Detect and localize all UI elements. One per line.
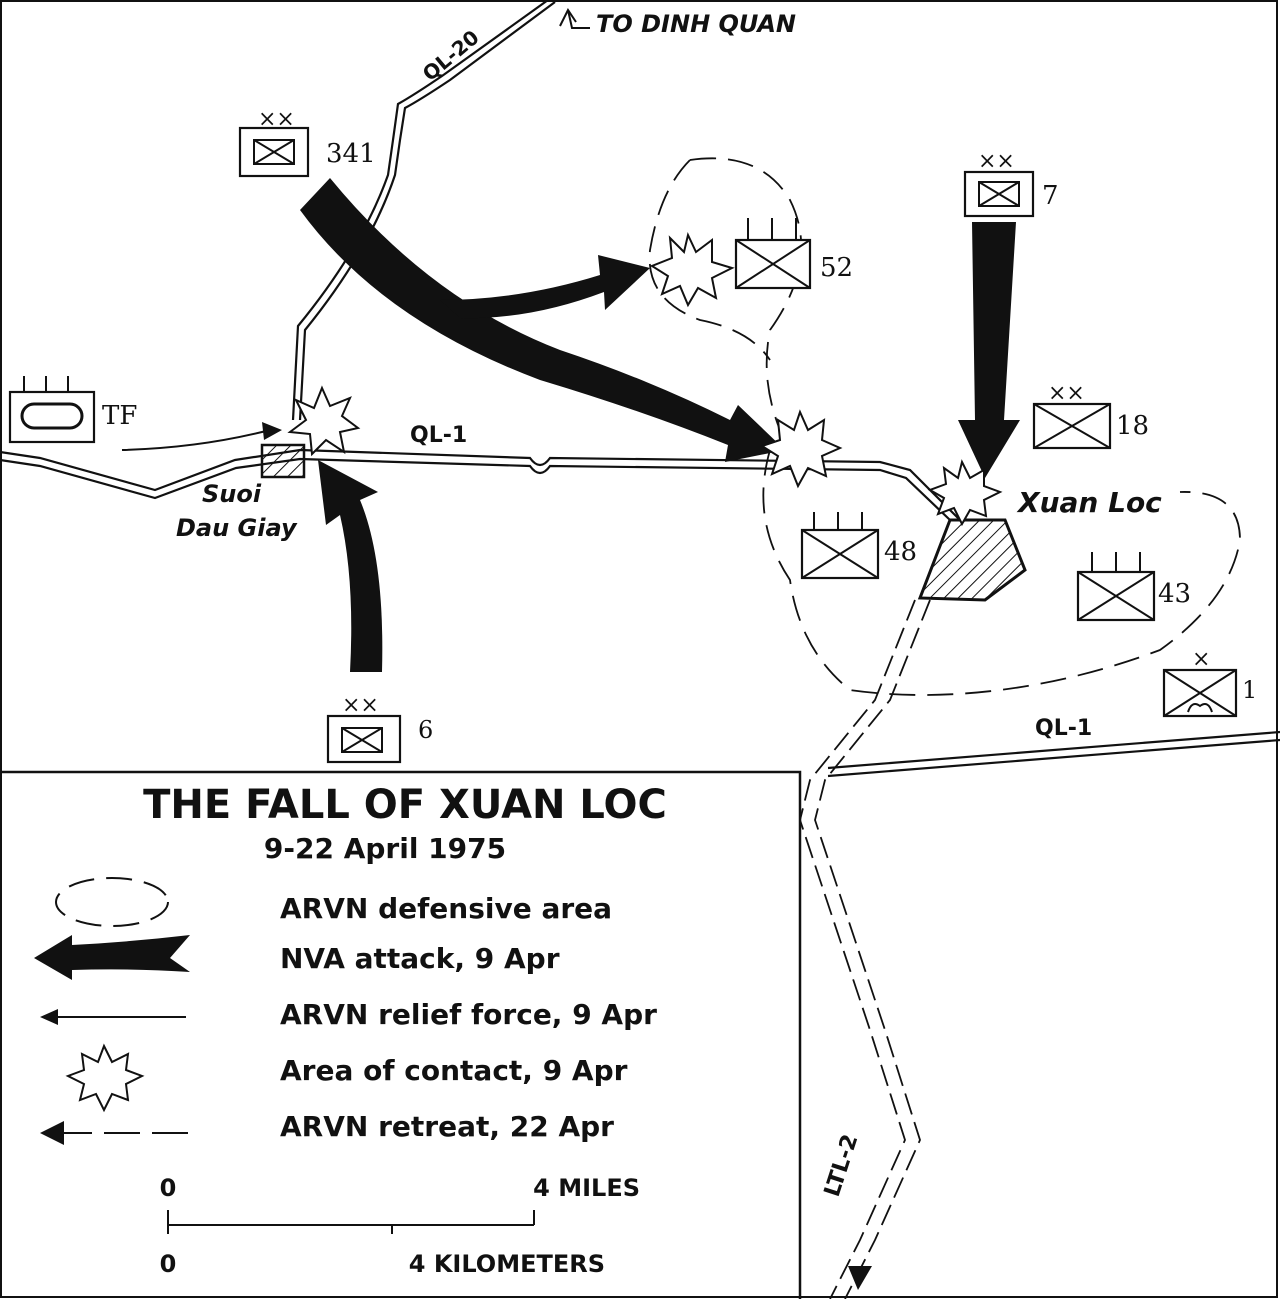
legend-retreat-icon — [40, 1121, 64, 1145]
svg-text:××: ×× — [342, 693, 379, 718]
legend-contact-icon — [65, 1043, 145, 1113]
label-to-dinh-quan: TO DINH QUAN — [596, 10, 796, 38]
contact-stars — [287, 231, 1003, 527]
label-ltl2: LTL-2 — [820, 1131, 864, 1199]
unit-tf: TF — [8, 376, 137, 444]
contact-star-ql1 — [759, 409, 843, 489]
contact-star-52 — [649, 231, 735, 308]
label-suoi: Suoi — [202, 480, 262, 508]
road-ql1-north — [0, 448, 961, 521]
contact-star-suoi — [287, 385, 361, 457]
nva-attack-arrow-52 — [440, 255, 650, 319]
legend-title: THE FALL OF XUAN LOC — [143, 782, 667, 828]
nva-attack-arrow-6 — [318, 460, 383, 672]
scale-miles-label: 4 MILES — [533, 1174, 640, 1202]
unit-1-label: 1 — [1242, 676, 1257, 704]
label-ql20: QL-20 — [418, 25, 484, 86]
legend-defensive-area: ARVN defensive area — [280, 892, 612, 925]
scale-km-zero: 0 — [160, 1250, 177, 1278]
unit-18: ×× 18 — [1032, 381, 1149, 450]
contact-star-xuan-loc — [927, 459, 1003, 527]
label-xuan-loc: Xuan Loc — [1016, 486, 1162, 519]
label-dau-giay: Dau Giay — [176, 514, 298, 542]
svg-text:××: ×× — [978, 149, 1015, 174]
legend-subtitle: 9-22 April 1975 — [264, 832, 506, 865]
nva-attack-arrow-341 — [300, 178, 785, 462]
unit-18-label: 18 — [1116, 411, 1149, 441]
legend-relief-force: ARVN relief force, 9 Apr — [280, 998, 657, 1031]
unit-6-label: 6 — [418, 716, 433, 744]
label-ql1-south: QL-1 — [1035, 716, 1092, 741]
suoi-dau-giay-town — [260, 443, 306, 479]
legend-panel: THE FALL OF XUAN LOC 9-22 April 1975 ARV… — [0, 770, 802, 1299]
legend-nva-attack-icon — [34, 935, 190, 980]
scale-miles-zero: 0 — [160, 1174, 177, 1202]
unit-48-label: 48 — [884, 537, 917, 567]
unit-tf-label: TF — [102, 401, 137, 431]
road-ql1-south — [827, 730, 1280, 770]
legend-nva-attack: NVA attack, 9 Apr — [280, 942, 560, 975]
scale-km-label: 4 KILOMETERS — [409, 1250, 605, 1278]
unit-52-label: 52 — [820, 253, 853, 283]
nva-attack-arrow-7 — [958, 222, 1020, 478]
legend-defensive-area-icon — [55, 877, 169, 927]
unit-43: 43 — [1076, 552, 1191, 622]
svg-text:×: × — [1192, 647, 1210, 672]
road-ltl2 — [799, 599, 916, 1299]
svg-text:××: ×× — [1048, 381, 1085, 406]
retreat-arrowhead — [848, 1266, 872, 1290]
unit-48: 48 — [800, 512, 917, 580]
legend-retreat: ARVN retreat, 22 Apr — [280, 1110, 614, 1143]
road-ql20 — [298, 1, 556, 421]
unit-52: 52 — [734, 218, 853, 290]
unit-7-label: 7 — [1042, 181, 1059, 211]
unit-1: × 1 — [1162, 647, 1257, 718]
unit-341-label: 341 — [326, 139, 376, 169]
unit-7: ×× 7 — [963, 149, 1059, 218]
label-ql1-north: QL-1 — [410, 423, 467, 448]
unit-6: ×× 6 — [326, 693, 433, 764]
xuan-loc-town — [917, 518, 1027, 602]
unit-43-label: 43 — [1158, 579, 1191, 609]
unit-341: ×× 341 — [238, 107, 376, 178]
legend-contact: Area of contact, 9 Apr — [280, 1054, 628, 1087]
arvn-relief-arrow — [121, 429, 271, 451]
nva-attacks — [300, 178, 1020, 672]
